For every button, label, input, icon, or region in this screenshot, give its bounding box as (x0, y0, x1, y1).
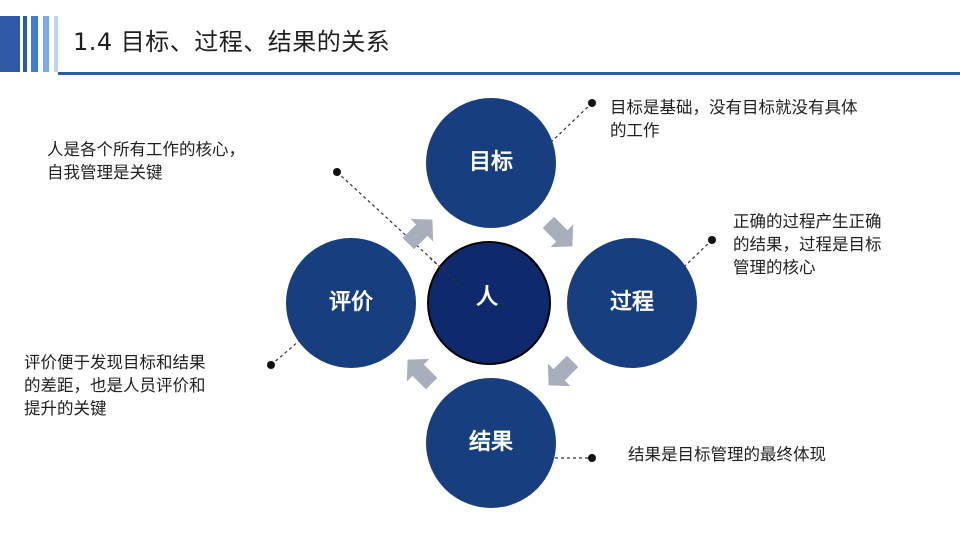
annotation-line: 人是各个所有工作的核心， (47, 140, 245, 159)
dot-evaluation (267, 361, 275, 369)
node-result-circle (426, 378, 556, 508)
annotation-line: 结果是目标管理的最终体现 (628, 445, 826, 464)
annotation-line: 提升的关键 (24, 399, 107, 418)
dot-goal (588, 99, 596, 107)
node-process-circle (567, 238, 697, 368)
header-accent-bar (31, 16, 38, 72)
dot-people (333, 168, 341, 176)
annotation-line: 的结果，过程是目标 (733, 235, 882, 254)
node-goal-circle (426, 98, 556, 228)
connector-people-inner (429, 257, 463, 288)
annotation-line: 管理的核心 (733, 258, 816, 277)
annotation-evaluation: 评价便于发现目标和结果 的差距，也是人员评价和 提升的关键 (24, 351, 206, 420)
node-result-label: 结果 (468, 430, 513, 455)
annotation-line: 自我管理是关键 (47, 163, 163, 182)
annotation-result: 结果是目标管理的最终体现 (628, 443, 826, 466)
arrow-evaluation-to-goal (402, 218, 434, 250)
arrow-process-to-result (547, 355, 579, 387)
cycle-arrows (402, 216, 579, 390)
annotation-line: 的差距，也是人员评价和 (24, 376, 206, 395)
arrow-result-to-evaluation (406, 358, 438, 390)
connector-process (666, 239, 713, 284)
header-accent-bar (23, 16, 27, 72)
connector-goal (546, 102, 593, 147)
slide-title: 1.4 目标、过程、结果的关系 (73, 28, 391, 56)
arrow-goal-to-process (542, 216, 574, 248)
connector-people (336, 171, 463, 288)
annotation-people: 人是各个所有工作的核心， 自我管理是关键 (47, 138, 245, 184)
annotation-goal: 目标是基础，没有目标就没有具体 的工作 (610, 96, 858, 142)
annotation-line: 评价便于发现目标和结果 (24, 353, 206, 372)
dot-process (708, 236, 716, 244)
header-accent-bar (54, 16, 58, 72)
center-people-label: 人 (475, 285, 498, 310)
node-evaluation-circle (286, 238, 416, 368)
node-evaluation-label: 评价 (328, 290, 373, 315)
annotation-process: 正确的过程产生正确 的结果，过程是目标 管理的核心 (733, 210, 882, 279)
center-people-circle (427, 241, 551, 365)
header-accent-bar (0, 16, 20, 72)
annotation-line: 的工作 (610, 121, 660, 140)
annotation-line: 目标是基础，没有目标就没有具体 (610, 98, 858, 117)
dot-result (588, 454, 596, 462)
header-accent-bar (43, 16, 49, 72)
node-goal-label: 目标 (468, 150, 513, 175)
node-process-label: 过程 (609, 290, 654, 315)
title-underline (58, 72, 960, 75)
annotation-line: 正确的过程产生正确 (733, 212, 882, 231)
